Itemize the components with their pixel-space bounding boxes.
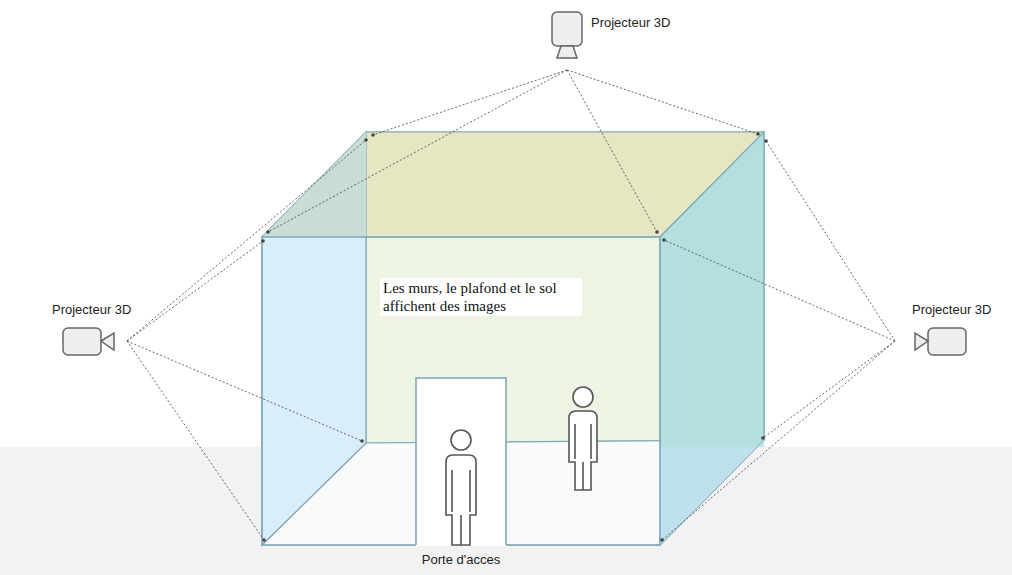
access-door <box>416 378 506 545</box>
projector-label: Projecteur 3D <box>52 302 131 318</box>
projector-icon <box>63 328 114 355</box>
projector-label: Projecteur 3D <box>912 302 991 318</box>
wall-note: Les murs, le plafond et le sol affichent… <box>380 278 582 316</box>
projector-icon <box>552 12 582 58</box>
ray-end-dot <box>261 132 768 542</box>
projector-icon <box>915 328 966 355</box>
door-label: Porte d'acces <box>422 552 500 568</box>
front-frame <box>262 237 660 545</box>
projector-label: Projecteur 3D <box>591 15 670 31</box>
right-wall-lower-shade <box>660 440 764 545</box>
right-wall <box>660 132 764 545</box>
person-figure <box>446 430 476 545</box>
projection-ray <box>127 70 895 540</box>
door-opening <box>416 378 506 546</box>
left-wall-shade <box>262 132 366 237</box>
person-figure <box>569 387 597 490</box>
left-wall <box>262 132 366 545</box>
